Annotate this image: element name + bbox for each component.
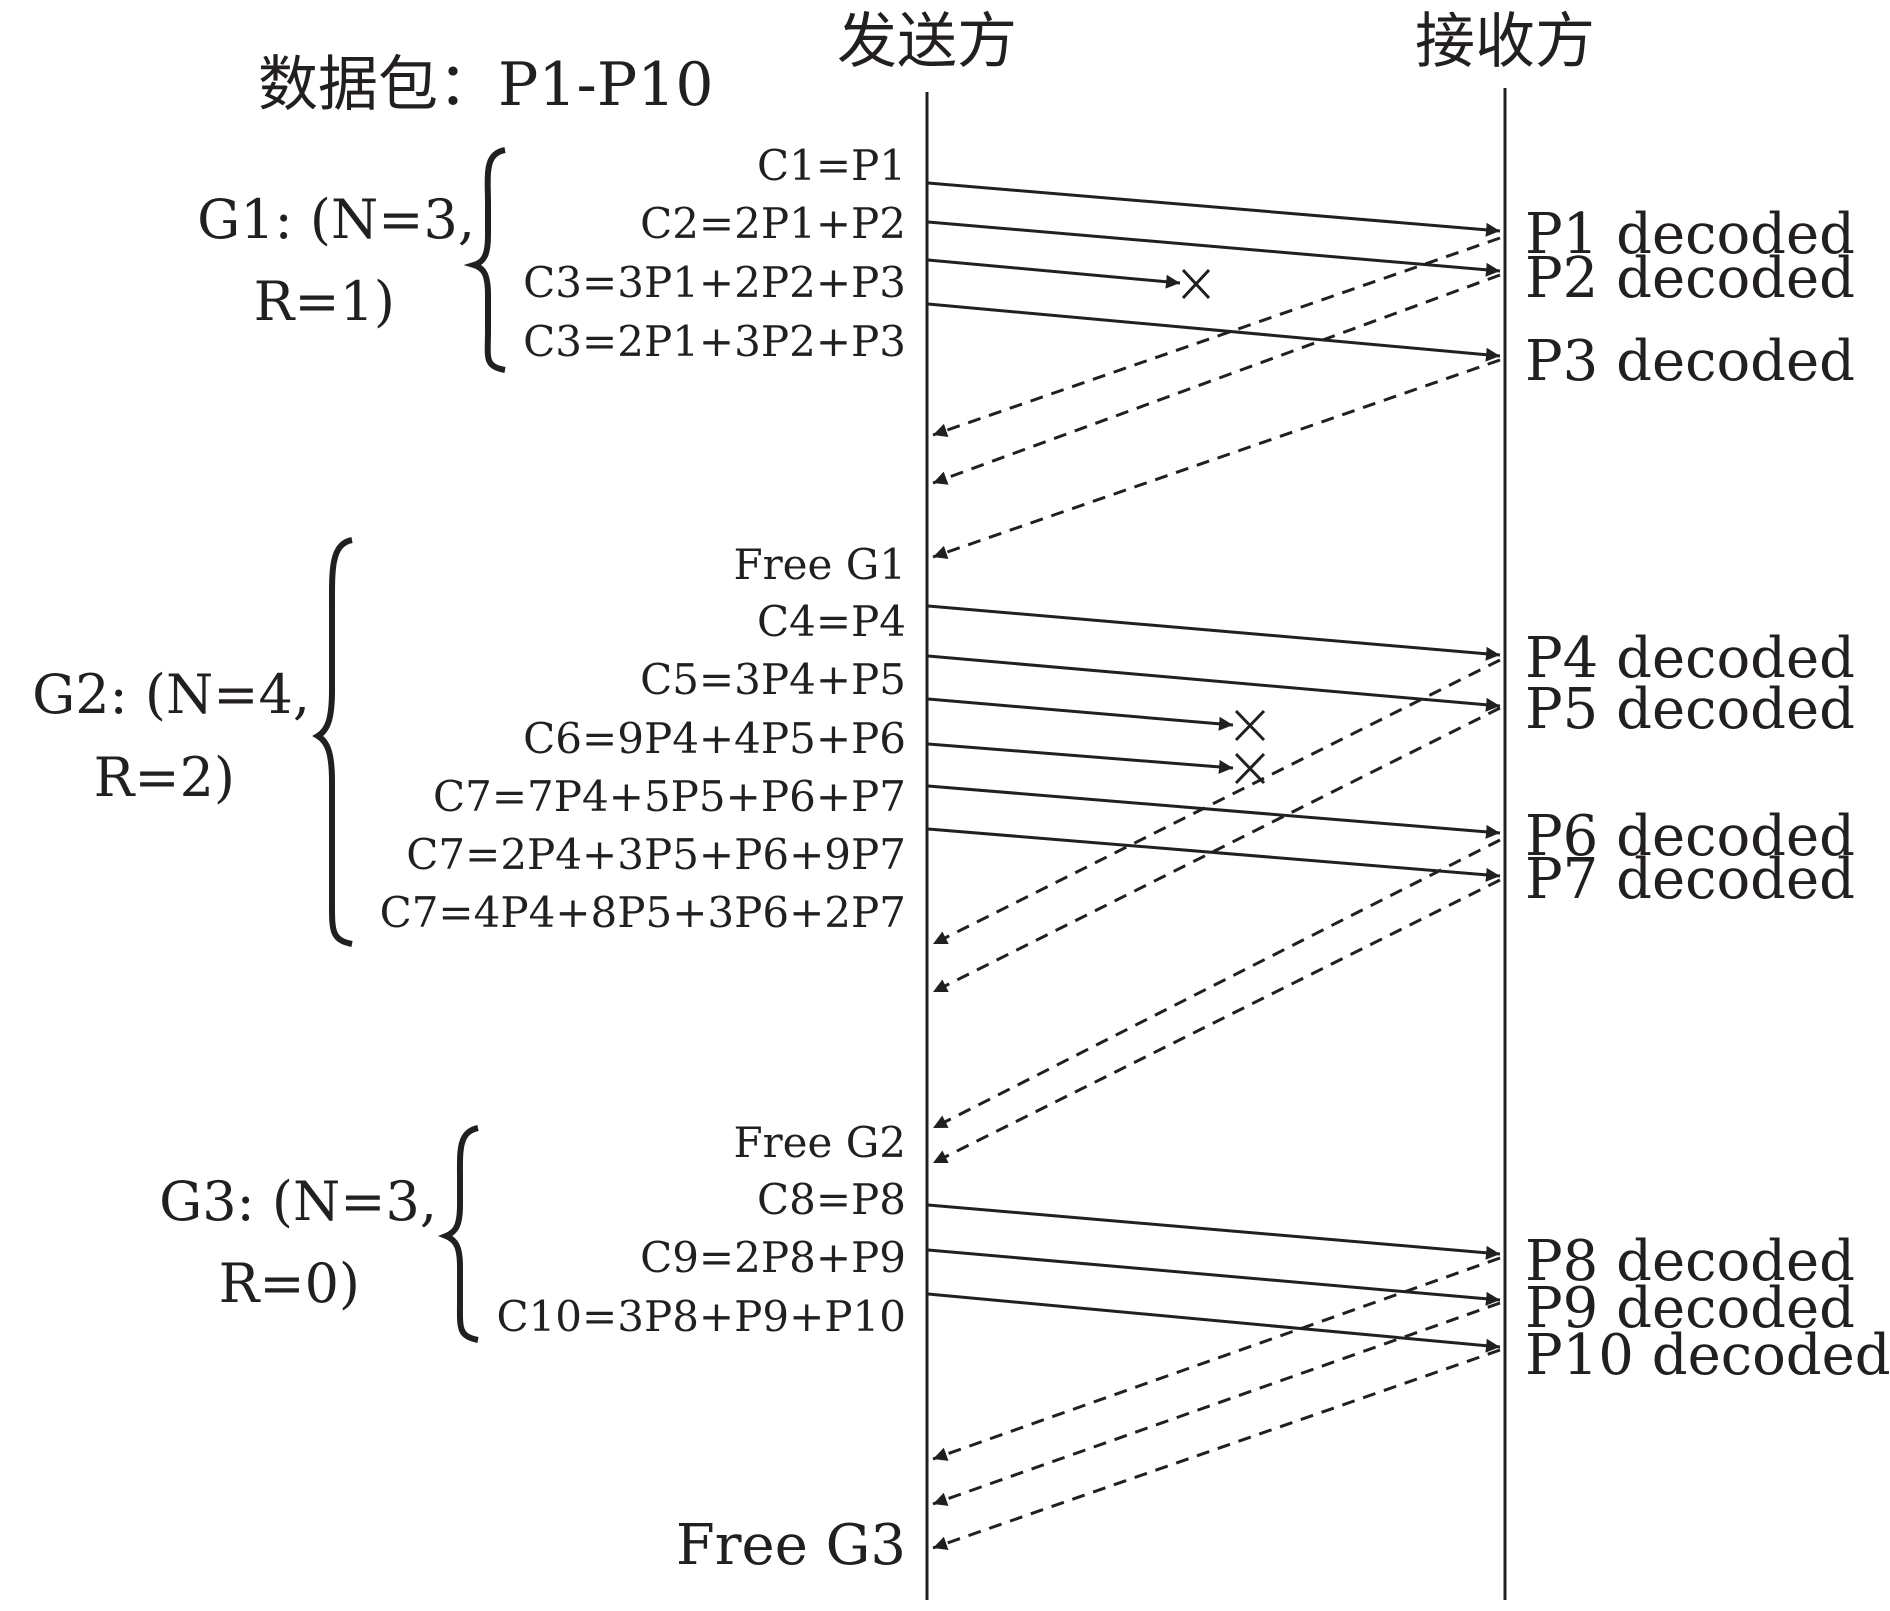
packet-arrow [927,1203,1501,1260]
packet-arrow [927,1248,1501,1306]
group-label-line1: G3: (N=3, [159,1170,437,1233]
packet-arrow-lost [927,742,1234,774]
packet-label: C7=2P4+3P5+P6+9P7 [406,830,906,879]
ack-arrow [932,706,1501,994]
ack-arrow [932,236,1501,438]
packet-arrow [927,220,1501,277]
decoded-label: P6 decoded [1525,804,1855,869]
packet-label: C6=9P4+4P5+P6 [523,714,906,763]
ack-arrow [932,273,1501,485]
group-brace [437,1125,479,1343]
decoded-label: P3 decoded [1525,329,1855,394]
group-label-line1: G1: (N=3, [197,188,475,251]
receiver-heading: 接收方 [1415,7,1595,77]
decoded-label: P7 decoded [1525,847,1855,912]
decoded-label: P9 decoded [1525,1276,1855,1341]
packet-label: C9=2P8+P9 [640,1233,906,1282]
decoded-label: P1 decoded [1525,202,1855,267]
group-g1: G1: (N=3, R=1) C1=P1 C2=2P1+P2 C3=3P1+2P… [197,141,1855,589]
packet-arrow-lost [927,258,1181,289]
packet-arrow-lost [927,697,1234,731]
group-brace [312,537,353,947]
packet-arrow [927,302,1501,362]
packet-label: C10=3P8+P9+P10 [496,1292,906,1341]
group-brace [463,147,506,373]
ack-arrow [932,878,1501,1165]
ack-arrow [932,1301,1501,1506]
ack-arrow [932,1348,1501,1550]
decoded-label: P8 decoded [1525,1229,1855,1294]
packet-label: C4=P4 [757,597,906,646]
ack-arrow [932,838,1501,1130]
ack-arrow [932,358,1501,560]
packet-label: C7=7P4+5P5+P6+P7 [433,772,906,821]
packet-label: C7=4P4+8P5+3P6+2P7 [380,888,906,937]
lost-x-icon [1181,268,1211,300]
sender-heading: 发送方 [837,7,1017,77]
packet-arrow [927,784,1501,839]
packet-arrow [927,604,1501,661]
packet-arrow [927,1292,1501,1353]
ack-arrow [932,658,1501,946]
packet-label: C3=3P1+2P2+P3 [523,258,906,307]
group-g2: G2: (N=4, R=2) C4=P4 C5=3P4+P5 C6=9P4+4P… [32,537,1855,1167]
packet-label: C2=2P1+P2 [640,199,906,248]
packet-label: C8=P8 [757,1175,906,1224]
lost-x-icon [1234,709,1266,742]
ack-arrow [932,1256,1501,1461]
packet-label: C3=2P1+3P2+P3 [523,317,906,366]
packet-label: C5=3P4+P5 [640,655,906,704]
decoded-label: P10 decoded [1525,1323,1890,1388]
free-label: Free G2 [733,1118,906,1167]
decoded-label: P5 decoded [1525,677,1855,742]
group-label-line2: R=2) [94,746,235,809]
packet-arrow [927,181,1501,237]
group-g3: G3: (N=3, R=0) C8=P8 C9=2P8+P9 C10=3P8+P… [159,1125,1890,1578]
packet-label: C1=P1 [757,141,906,190]
free-label: Free G1 [733,540,906,589]
lost-x-icon [1234,752,1266,785]
group-label-line2: R=1) [254,270,395,333]
diagram-title: 数据包：P1-P10 [258,50,714,120]
packet-arrow [927,654,1501,712]
decoded-label: P2 decoded [1525,246,1855,311]
group-label-line2: R=0) [219,1252,360,1315]
group-label-line1: G2: (N=4, [32,663,310,726]
decoded-label: P4 decoded [1525,626,1855,691]
free-label: Free G3 [676,1513,906,1578]
